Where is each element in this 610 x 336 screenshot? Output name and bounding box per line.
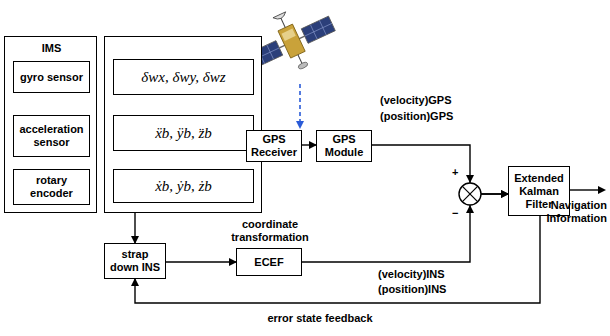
- sign-label: −: [452, 207, 458, 220]
- measurement-box: δwx, δwy, δwz ẍb, ÿb, z̈b ẋb, ẏb, żb: [104, 36, 262, 213]
- box-label: acceleration sensor: [17, 123, 86, 149]
- arrow-connector: [372, 145, 508, 194]
- arrow-connector: [302, 194, 508, 262]
- junction-arrowhead: [466, 205, 474, 213]
- box-label: GPS Receiver: [250, 133, 298, 159]
- junction-cross: [462, 186, 478, 202]
- box-label: rotary encoder: [17, 174, 86, 200]
- output-label: Navigation Information: [537, 199, 607, 225]
- arrow-connector: [134, 213, 135, 243]
- process-box: strap down INS: [104, 243, 166, 279]
- sensor-box: gyro sensor: [13, 61, 90, 93]
- formula-box: ẍb, ÿb, z̈b: [113, 115, 254, 151]
- sensor-box: acceleration sensor: [13, 115, 90, 157]
- junction-cross: [462, 186, 478, 202]
- box-label: strap down INS: [108, 248, 162, 274]
- process-box: GPS Receiver: [246, 130, 302, 162]
- sensor-box: rotary encoder: [13, 169, 90, 205]
- signal-line: [299, 84, 301, 122]
- signal-arrowhead: [296, 121, 304, 129]
- feedback-label: error state feedback: [267, 312, 372, 325]
- formula-box: δwx, δwy, δwz: [113, 59, 254, 95]
- process-box: ECEF: [236, 248, 302, 276]
- summing-junction: [459, 183, 481, 205]
- arrow-connector: [166, 261, 236, 262]
- output-arrow: [570, 189, 598, 190]
- process-label: coordinate transformation: [220, 218, 320, 244]
- process-box: GPS Module: [316, 130, 372, 162]
- arrow-connector: [302, 144, 316, 145]
- signal-label: (velocity)INS: [378, 268, 445, 281]
- output-arrowhead: [598, 186, 606, 194]
- box-label: gyro sensor: [20, 71, 83, 84]
- signal-label: (position)GPS: [380, 110, 453, 123]
- signal-label: (position)INS: [378, 283, 446, 296]
- box-label: ECEF: [254, 256, 283, 269]
- arrow-connector: [135, 216, 540, 303]
- ims-box: IMS gyro sensor acceleration sensor rotary …: [4, 36, 97, 213]
- box-heading: IMS: [5, 40, 98, 56]
- junction-arrowhead: [466, 175, 474, 183]
- formula-box: ẋb, ẏb, żb: [113, 169, 254, 203]
- signal-label: (velocity)GPS: [380, 94, 452, 107]
- sign-label: +: [452, 166, 458, 179]
- box-label: GPS Module: [320, 133, 368, 159]
